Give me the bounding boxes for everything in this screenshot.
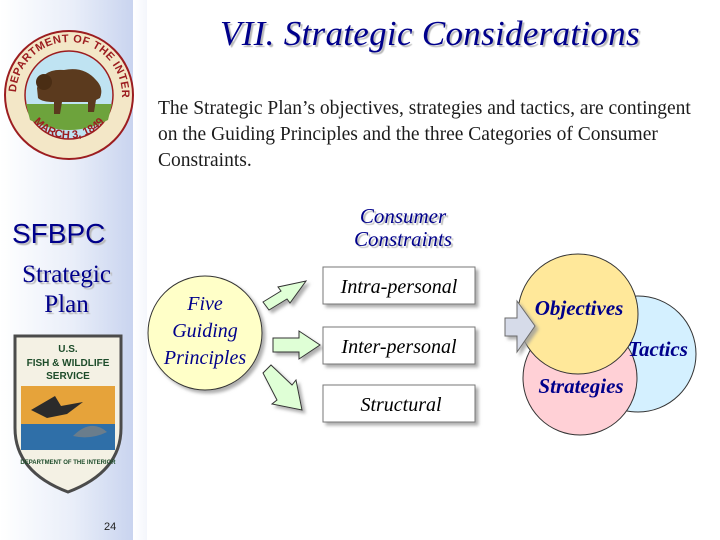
page-number: 24 — [104, 521, 117, 533]
principles-line1: Five — [186, 293, 223, 315]
shield-line3: SERVICE — [46, 371, 90, 382]
arrow-to-structural — [262, 364, 303, 411]
principles-line3: Principles — [163, 347, 246, 369]
page-title: VII. Strategic Considerations — [220, 14, 640, 53]
sidebar-edge — [133, 0, 147, 540]
sidebar-subheading-line2: Plan — [44, 291, 89, 318]
intra-personal-box — [322, 266, 476, 305]
constraint-structural-label: Structural — [360, 394, 442, 416]
constraints-title: Consumer Constraints — [320, 205, 486, 251]
shield-bottom-text: DEPARTMENT OF THE INTERIOR — [20, 460, 116, 466]
sidebar-subheading-line1: Strategic — [22, 261, 111, 288]
arrow-to-inter — [272, 330, 321, 360]
principles-circle — [147, 275, 263, 391]
arrow-to-intra — [262, 280, 308, 311]
constraints-title-line1: Consumer — [359, 204, 447, 228]
principles-line2: Guiding — [172, 320, 238, 342]
inter-personal-box — [322, 326, 476, 365]
bison-seal-icon: U.S. DEPARTMENT OF THE INTERIOR MARCH 3,… — [2, 28, 134, 160]
shield-line1: U.S. — [58, 344, 78, 355]
strategies-label: Strategies — [538, 374, 623, 398]
fish-wildlife-shield-icon: U.S. FISH & WILDLIFE SERVICE DEPARTMENT … — [13, 334, 123, 494]
constraints-title-line2: Constraints — [353, 227, 453, 251]
tactics-label: Tactics — [628, 337, 688, 361]
constraint-intra-label: Intra-personal — [340, 276, 458, 298]
sidebar-subheading: Strategic Plan — [0, 260, 133, 320]
sidebar-heading: SFBPC — [12, 218, 106, 249]
intro-text: The Strategic Plan’s objectives, strateg… — [158, 98, 691, 171]
objectives-label: Objectives — [535, 296, 624, 320]
structural-box — [322, 384, 476, 423]
arrow-to-outcomes — [504, 299, 536, 354]
shield-line2: FISH & WILDLIFE — [27, 358, 110, 369]
constraint-inter-label: Inter-personal — [340, 336, 457, 358]
